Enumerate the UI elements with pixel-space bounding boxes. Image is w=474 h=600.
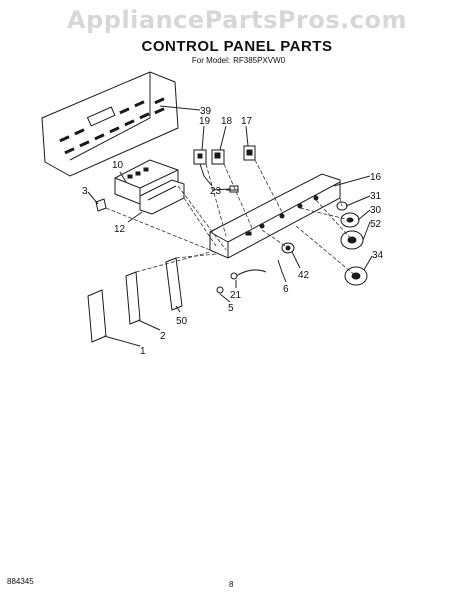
- label-50: 50: [176, 316, 188, 327]
- footer-page: 8: [229, 580, 234, 589]
- clip-part: [95, 198, 107, 212]
- label-2: 2: [160, 331, 166, 342]
- leader-lines: [87, 105, 373, 347]
- wire-harness-part: [230, 259, 283, 280]
- switch-17-part: [243, 145, 256, 161]
- label-39: 39: [200, 106, 212, 117]
- label-5: 5: [228, 303, 234, 314]
- screw-5-part: [216, 286, 224, 294]
- label-23: 23: [210, 186, 222, 197]
- label-10: 10: [112, 160, 124, 171]
- label-19: 19: [199, 116, 211, 127]
- label-21: 21: [230, 290, 242, 301]
- page-title: CONTROL PANEL PARTS: [141, 38, 333, 55]
- switch-18-part: [211, 149, 225, 165]
- label-52: 52: [370, 219, 382, 230]
- watermark: AppliancePartsPros.com: [67, 6, 407, 34]
- backguard-part: [41, 71, 179, 177]
- model-line: For Model:RF385PXVW0: [0, 56, 474, 65]
- vent-slots: [59, 97, 165, 155]
- label-3: 3: [82, 186, 88, 197]
- label-18: 18: [221, 116, 233, 127]
- switch-19-part: [193, 149, 213, 187]
- bracket-50-part: [165, 257, 183, 311]
- label-31: 31: [370, 191, 382, 202]
- assembly-lines: [105, 159, 357, 277]
- model-prefix: For Model:: [191, 56, 231, 65]
- label-12: 12: [114, 224, 126, 235]
- part-labels: 39 19 18 17 16 31 30 52 34 42 6 21 5 23 …: [82, 106, 384, 357]
- label-1: 1: [140, 346, 146, 357]
- label-42: 42: [298, 270, 310, 281]
- knob-52-part: [340, 230, 364, 250]
- footer-code: 884345: [7, 577, 34, 586]
- label-6: 6: [283, 284, 289, 295]
- label-30: 30: [370, 205, 382, 216]
- bracket-1-part: [87, 289, 107, 343]
- label-34: 34: [372, 250, 384, 261]
- label-16: 16: [370, 172, 382, 183]
- model-number: RF385PXVW0: [233, 56, 286, 65]
- bracket-2-part: [125, 271, 141, 325]
- label-17: 17: [241, 116, 253, 127]
